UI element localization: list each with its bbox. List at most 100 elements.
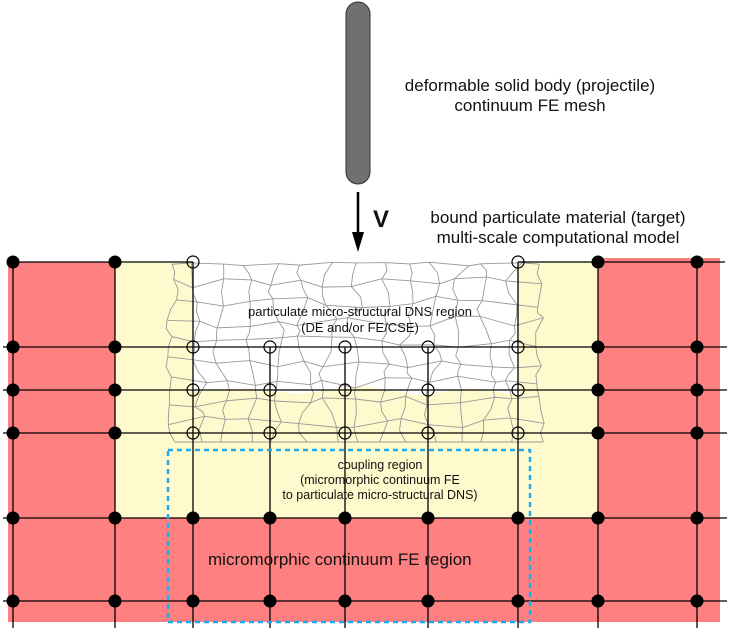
grain-edge bbox=[248, 418, 282, 423]
fe-node bbox=[690, 594, 704, 608]
projectile-label-line2: continuum FE mesh bbox=[454, 96, 606, 116]
coupling-node bbox=[186, 340, 200, 354]
grain-edge bbox=[490, 366, 497, 383]
grain-edge bbox=[389, 303, 414, 307]
coupling-node bbox=[186, 255, 200, 269]
coupling-region-label-line1: coupling region bbox=[337, 458, 423, 472]
fe-node bbox=[186, 594, 200, 608]
grain-edge bbox=[321, 262, 333, 288]
coupling-node bbox=[421, 426, 435, 440]
grain-edge bbox=[380, 402, 389, 422]
grain-edge bbox=[457, 375, 496, 383]
fe-node bbox=[511, 594, 525, 608]
grain-edge bbox=[216, 305, 224, 329]
grain-edge bbox=[278, 321, 285, 338]
grain-edge bbox=[535, 317, 544, 347]
grain-edge bbox=[454, 300, 459, 317]
grain-edge bbox=[455, 347, 462, 365]
grain-edge bbox=[383, 363, 390, 378]
grain-edge bbox=[507, 398, 513, 419]
grain-edge bbox=[461, 363, 493, 368]
grain-edge bbox=[167, 319, 200, 322]
grain-edge bbox=[535, 365, 542, 384]
fe-node bbox=[690, 340, 704, 354]
grain-edge bbox=[194, 400, 227, 408]
grain-edge bbox=[385, 262, 410, 265]
grain-edge bbox=[387, 418, 402, 422]
grain-edge bbox=[273, 400, 282, 423]
velocity-label: V bbox=[373, 206, 390, 233]
grain-edge bbox=[461, 427, 464, 443]
grain-edge bbox=[169, 404, 195, 408]
grain-edge bbox=[217, 326, 251, 329]
grain-edge bbox=[249, 360, 256, 386]
grain-edge bbox=[173, 278, 193, 289]
grain-edge bbox=[272, 297, 308, 300]
grain-edge bbox=[362, 305, 390, 309]
grain-edge bbox=[325, 304, 338, 320]
grain-edge bbox=[508, 340, 515, 369]
grain-edge bbox=[278, 263, 300, 266]
coupling-node bbox=[263, 426, 277, 440]
grain-edge bbox=[409, 263, 413, 281]
coupling-region-outline bbox=[166, 448, 532, 624]
grain-edge bbox=[405, 377, 413, 397]
grain-edge bbox=[411, 377, 430, 383]
fe-node bbox=[108, 511, 122, 525]
grain-edge bbox=[171, 262, 192, 265]
grain-edge bbox=[216, 339, 247, 341]
grain-edge bbox=[168, 415, 205, 426]
grain-edge bbox=[277, 360, 305, 368]
grain-edge bbox=[407, 360, 442, 369]
grain-edge bbox=[331, 318, 338, 338]
fe-node bbox=[591, 340, 605, 354]
grain-edge bbox=[303, 360, 312, 385]
grain-edge bbox=[336, 317, 348, 320]
fe-node bbox=[511, 511, 525, 525]
grain-edge bbox=[347, 317, 387, 325]
grain-edge bbox=[254, 385, 258, 399]
grain-edge bbox=[247, 397, 258, 419]
grain-edge bbox=[249, 360, 278, 368]
grain-edge bbox=[223, 300, 251, 307]
grain-edge bbox=[536, 264, 543, 284]
grain-edge bbox=[428, 261, 440, 284]
grain-edge bbox=[310, 397, 323, 404]
grain-edge bbox=[296, 335, 305, 362]
grain-edge bbox=[167, 404, 170, 425]
grain-edge bbox=[296, 318, 337, 326]
grain-edge bbox=[494, 396, 513, 400]
grain-edge bbox=[247, 418, 253, 443]
grain-edge bbox=[407, 303, 414, 327]
grain-edge bbox=[481, 276, 487, 301]
coupling-node bbox=[511, 383, 525, 397]
grain-edge bbox=[480, 262, 522, 265]
coupling-region-label: coupling region (micromorphic continuum … bbox=[240, 458, 520, 503]
grain-edge bbox=[281, 421, 299, 424]
grain-edge bbox=[355, 377, 386, 389]
grain-edge bbox=[194, 339, 217, 343]
grain-edge bbox=[322, 286, 352, 288]
grain-edge bbox=[274, 400, 311, 404]
grain-edge bbox=[358, 361, 390, 365]
grain-edge bbox=[270, 279, 301, 286]
grain-edge bbox=[245, 337, 283, 341]
grain-edge bbox=[429, 325, 436, 345]
grain-edge bbox=[351, 278, 382, 288]
grain-edge bbox=[509, 325, 516, 341]
grain-edge bbox=[505, 262, 523, 282]
grain-edge bbox=[536, 307, 544, 319]
grain-edge bbox=[296, 264, 302, 281]
fe-grid bbox=[3, 261, 727, 628]
grain-edge bbox=[225, 418, 249, 420]
grain-edge bbox=[537, 283, 543, 308]
grain-edge bbox=[278, 321, 297, 326]
grain-edge bbox=[491, 339, 510, 345]
grain-edge bbox=[198, 416, 206, 443]
fe-node bbox=[263, 511, 277, 525]
fe-node bbox=[108, 255, 122, 269]
grain-edge bbox=[495, 380, 506, 383]
fe-node bbox=[6, 383, 20, 397]
grain-edge bbox=[399, 344, 409, 368]
grain-edge bbox=[389, 363, 408, 369]
